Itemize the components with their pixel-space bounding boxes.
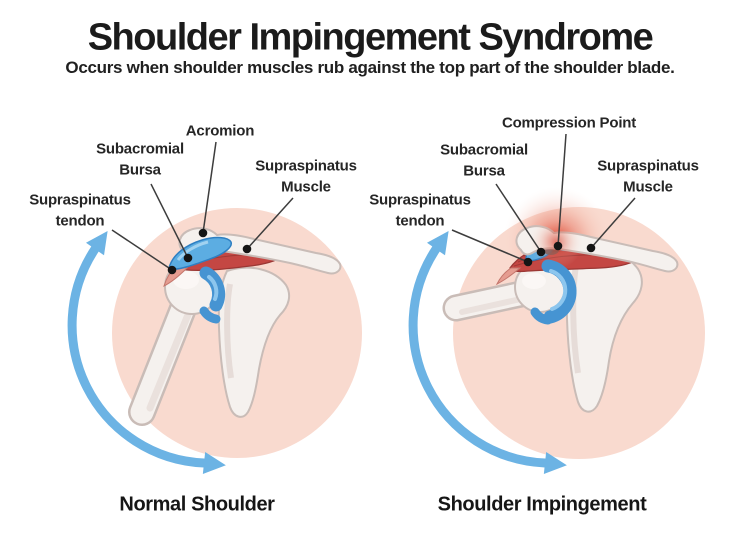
leader-line-compression [557,133,567,247]
label-dots [523,241,596,267]
label-acromion: Acromion [185,122,255,140]
label-subacromial-bursa: Subacromial Bursa [440,141,528,179]
tendon-shape [495,267,522,286]
label-supraspinatus-muscle: Supraspinatus Muscle [255,157,357,195]
label-supraspinatus-muscle: Supraspinatus Muscle [597,157,699,195]
page-subtitle: Occurs when shoulder muscles rub against… [65,58,675,77]
scapula-bone [217,266,291,418]
label-subacromial-bursa: Subacromial Bursa [96,140,184,178]
leader-line-bursa [150,183,189,259]
rotation-arrow-icon [408,230,567,474]
impingement-shoulder-diagram [408,133,705,474]
leader-line-muscle [590,197,636,249]
dot-compression [553,241,563,251]
dot-muscle [586,243,596,253]
leader-line-tendon [111,229,173,271]
label-compression-point: Compression Point [501,114,637,132]
label-dots [167,228,252,275]
label-supraspinatus-tendon: Supraspinatus tendon [29,191,131,229]
leader-lines [451,133,636,263]
normal-shoulder-diagram [67,141,362,474]
leader-line-acromion [202,141,217,234]
dot-bursa [536,247,546,257]
dot-muscle [242,244,252,254]
leader-line-tendon [451,229,529,263]
cartilage-ring [530,259,577,325]
dot-bursa [183,253,193,263]
humerus-bone [442,261,566,322]
leader-line-muscle [246,197,294,250]
caption-shoulder-impingement: Shoulder Impingement [437,493,647,516]
page-title: Shoulder Impingement Syndrome [87,16,654,59]
dot-tendon [167,265,177,275]
dot-acromion [198,228,208,238]
caption-normal-shoulder: Normal Shoulder [119,493,275,516]
inflammation-hotspot [529,215,583,269]
label-supraspinatus-tendon: Supraspinatus tendon [369,191,471,229]
dot-tendon [523,257,533,267]
leader-line-bursa [495,183,542,253]
rotation-arrow-icon [67,230,226,474]
scapula-bone [565,246,643,413]
cartilage-ring [199,266,226,324]
leader-lines [111,141,294,271]
